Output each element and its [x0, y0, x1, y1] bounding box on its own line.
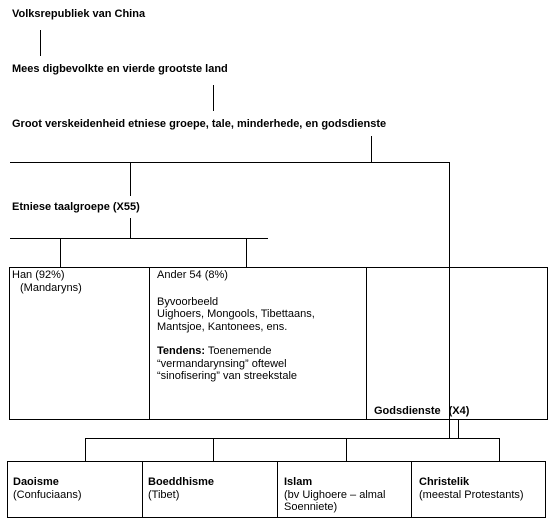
diversity-label: Groot verskeidenheid etniese groepe, tal…	[12, 118, 387, 130]
trend-line-3: “sinofisering” van streekstale	[157, 370, 298, 382]
religion-name: Islam	[284, 476, 313, 488]
other-example-line: Byvoorbeeld	[157, 295, 219, 308]
other-example-line: Mantsjoe, Kantonees, ens.	[157, 320, 288, 333]
han-sub: (Mandaryns)	[20, 281, 82, 294]
religion-sub: Soenniete)	[284, 501, 338, 513]
other-ethnic-box: Ander 54 (8%) Byvoorbeeld Uighoers, Mong…	[157, 269, 315, 383]
religion-sub: (bv Uighoere – almal	[284, 488, 386, 501]
religion-item-buddhism: Boeddhisme (Tibet)	[148, 476, 214, 501]
country-title: Volksrepubliek van China	[12, 8, 146, 20]
trend-line-2: “vermandarynsing” oftewel	[157, 357, 287, 370]
other-ethnic-name: Ander 54 (8%)	[157, 269, 228, 281]
religion-item-daoism: Daoisme (Confuciaans)	[13, 476, 81, 501]
religion-name: Christelik	[419, 476, 470, 488]
trend-label: Tendens:	[157, 345, 206, 357]
other-example-line: Uighoers, Mongools, Tibettaans,	[157, 308, 315, 320]
religions-count: (X4)	[448, 405, 470, 417]
trend-text: Toenemende	[205, 345, 272, 357]
religion-name: Boeddhisme	[148, 476, 215, 488]
han-box: Han (92%) (Mandaryns)	[12, 269, 82, 294]
religions-title: Godsdienste (X4)	[374, 405, 469, 418]
religion-item-islam: Islam (bv Uighoere – almal Soenniete)	[284, 476, 386, 514]
ethnic-groups-title: Etniese taalgroepe (X55)	[12, 201, 140, 213]
religion-name: Daoisme	[13, 476, 59, 488]
religion-sub: (Confuciaans)	[13, 488, 82, 501]
population-label: Mees digbevolkte en vierde grootste land	[12, 63, 228, 75]
han-name: Han (92%)	[12, 269, 65, 281]
religion-sub: (Tibet)	[148, 488, 180, 501]
religion-sub: (meestal Protestants)	[419, 488, 524, 501]
religions-title-label: Godsdienste	[374, 405, 441, 417]
religion-item-christian: Christelik (meestal Protestants)	[419, 476, 524, 501]
trend-line-1: Tendens: Toenemende	[157, 345, 315, 358]
